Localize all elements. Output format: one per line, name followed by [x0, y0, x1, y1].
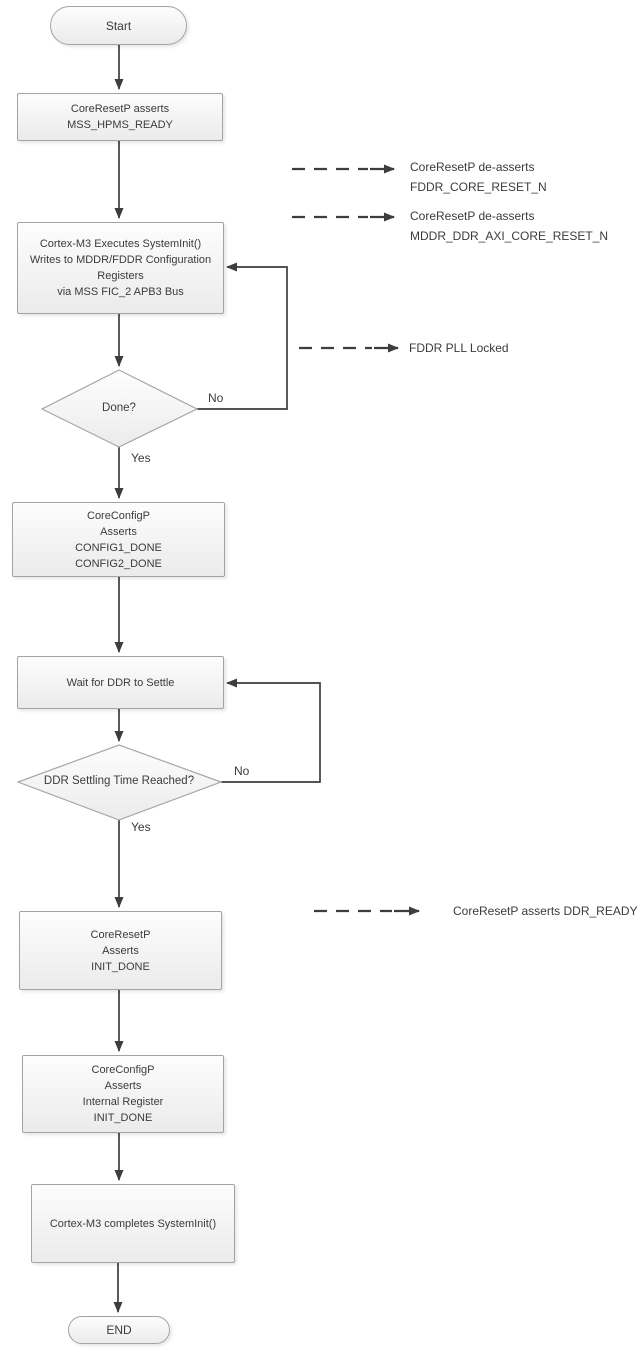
decision2-yes-label: Yes [131, 820, 151, 834]
annotation-ddr-ready: CoreResetP asserts DDR_READY [453, 904, 638, 918]
process-wait-for-ddr-to-settle: Wait for DDR to Settle [17, 656, 224, 709]
decision2-no-label: No [234, 764, 250, 778]
annotation-fddr-pll-locked: FDDR PLL Locked [409, 341, 509, 355]
process-coreresetp-asserts-mss-hpms-ready: CoreResetP asserts MSS_HPMS_READY [17, 93, 223, 141]
decision1-yes-label: Yes [131, 451, 151, 465]
decision-ddr-settling-label: DDR Settling Time Reached? [43, 775, 195, 787]
loop-decision1-no-to-box2 [197, 262, 288, 410]
end-terminal: END [68, 1316, 170, 1344]
loop-decision2-no-to-box4 [221, 678, 321, 783]
process-coreresetp-asserts-init-done: CoreResetP Asserts INIT_DONE [19, 911, 222, 990]
process-coreconfigp-internal-register-init-done: CoreConfigP Asserts Internal Register IN… [22, 1055, 224, 1133]
start-terminal: Start [50, 6, 187, 45]
decision1-no-label: No [208, 391, 224, 405]
annotation-fddr-core-reset: CoreResetP de-asserts FDDR_CORE_RESET_N [410, 160, 547, 194]
decision-done-label: Done? [102, 402, 136, 414]
process-cortexm3-completes-systeminit: Cortex-M3 completes SystemInit() [31, 1184, 235, 1263]
decision-done-diamond [40, 369, 199, 448]
process-cortexm3-executes-systeminit: Cortex-M3 Executes SystemInit() Writes t… [17, 222, 224, 314]
decision-ddr-settling-diamond [16, 744, 223, 821]
annotation-mddr-axi-core-reset: CoreResetP de-asserts MDDR_DDR_AXI_CORE_… [410, 209, 609, 243]
process-coreconfigp-asserts-config-done: CoreConfigP Asserts CONFIG1_DONE CONFIG2… [12, 502, 225, 577]
